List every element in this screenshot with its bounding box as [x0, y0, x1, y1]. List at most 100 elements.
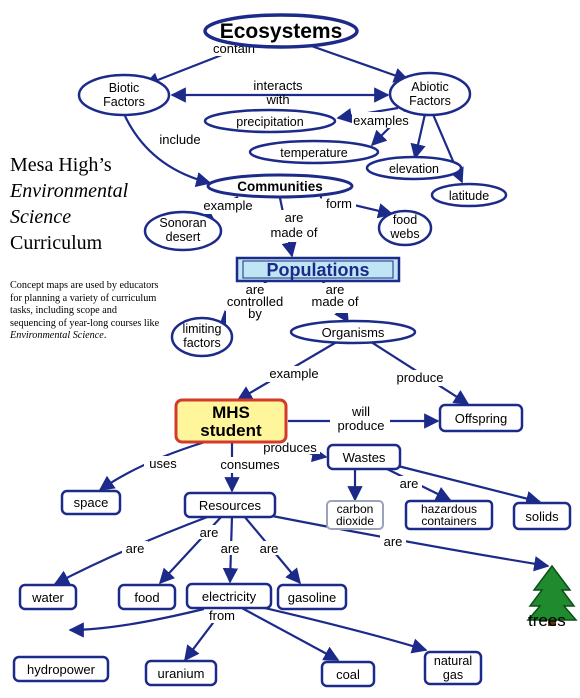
link-labels: contain interacts with include examples … — [122, 40, 450, 623]
label-bg — [200, 198, 254, 214]
label-bg — [264, 366, 324, 382]
node-hydropower: hydropower — [12, 655, 110, 683]
node-wastes: Wastes — [326, 443, 402, 471]
link-lines — [53, 40, 550, 662]
edge-electricity-coal — [239, 606, 340, 661]
link-are1: are — [285, 210, 304, 225]
label-bg — [330, 404, 390, 434]
svg-text:MHS: MHS — [212, 403, 250, 422]
label-bg — [322, 196, 356, 212]
nodes: Ecosystems Biotic Factors Abiotic Factor… — [12, 13, 572, 688]
svg-text:food: food — [393, 213, 417, 227]
svg-text:Resources: Resources — [199, 498, 262, 513]
node-space: space — [60, 489, 122, 516]
link-are2: are — [246, 282, 265, 297]
label-bg — [218, 457, 280, 473]
edge-resources-trees — [261, 512, 550, 572]
desc-text: Concept maps are used by educators for p… — [10, 280, 160, 329]
label-bg — [204, 609, 242, 623]
svg-text:factors: factors — [183, 336, 221, 350]
node-latitude: latitude — [430, 182, 508, 208]
edge-electricity-naturalgas — [251, 603, 428, 654]
svg-text:hydropower: hydropower — [27, 662, 96, 677]
svg-text:webs: webs — [389, 227, 419, 241]
link-are-res-right: are — [260, 541, 279, 556]
node-electricity: electricity — [185, 582, 273, 610]
side-title: Mesa High’s Environmental Science Curric… — [10, 152, 160, 256]
svg-text:Ecosystems: Ecosystems — [220, 20, 343, 43]
link-with: with — [265, 92, 289, 107]
svg-text:Factors: Factors — [409, 94, 451, 108]
svg-text:solids: solids — [525, 509, 559, 524]
svg-text:gas: gas — [443, 668, 463, 682]
link-consumes: consumes — [220, 457, 280, 472]
link-example1: example — [203, 198, 252, 213]
svg-text:latitude: latitude — [449, 189, 489, 203]
label-bg — [396, 476, 422, 490]
desc-italic: Environmental Science — [10, 330, 104, 342]
node-sonoran-desert: Sonoran desert — [143, 210, 223, 252]
label-bg — [196, 525, 222, 539]
link-include: include — [159, 132, 200, 147]
label-bg — [352, 112, 410, 128]
link-controlled: controlled — [227, 294, 283, 309]
edge-biotic-communities — [124, 115, 212, 188]
label-bg — [226, 283, 282, 327]
svg-text:Offspring: Offspring — [455, 411, 508, 426]
link-from: from — [209, 608, 235, 623]
svg-text:Sonoran: Sonoran — [159, 216, 206, 230]
label-bg — [122, 541, 148, 555]
svg-text:food: food — [134, 590, 159, 605]
svg-text:space: space — [74, 495, 109, 510]
tree-icon — [526, 564, 578, 626]
link-are-res-mid: are — [221, 541, 240, 556]
node-precipitation: precipitation — [203, 108, 337, 134]
node-biotic-factors: Biotic Factors — [77, 73, 171, 117]
svg-text:hazardous: hazardous — [421, 502, 477, 516]
label-bg — [256, 541, 282, 555]
label-bg — [390, 370, 450, 386]
link-madeof2: made of — [312, 294, 359, 309]
node-populations: Populations — [235, 256, 401, 283]
node-abiotic-factors: Abiotic Factors — [388, 71, 472, 117]
node-food: food — [117, 583, 177, 611]
label-bg — [216, 541, 242, 555]
svg-text:Organisms: Organisms — [322, 325, 385, 340]
link-produce: produce — [397, 370, 444, 385]
svg-text:desert: desert — [166, 230, 201, 244]
svg-text:natural: natural — [434, 654, 472, 668]
label-bg — [155, 132, 203, 148]
link-examples: examples — [353, 113, 409, 128]
svg-text:water: water — [31, 590, 64, 605]
svg-text:uranium: uranium — [158, 666, 205, 681]
node-hazardous-containers: hazardous containers — [404, 499, 494, 531]
link-produces: produces — [263, 440, 317, 455]
node-temperature: temperature — [248, 139, 380, 165]
node-carbon-dioxide: carbon dioxide — [326, 500, 384, 530]
svg-text:Factors: Factors — [103, 95, 145, 109]
node-natural-gas: natural gas — [423, 650, 483, 686]
link-by: by — [248, 306, 262, 321]
title-line-3: Science — [10, 206, 72, 228]
svg-text:elevation: elevation — [389, 162, 439, 176]
node-gasoline: gasoline — [276, 583, 348, 611]
node-food-webs: food webs — [377, 209, 433, 247]
node-organisms: Organisms — [289, 319, 417, 345]
svg-text:student: student — [200, 421, 262, 440]
node-ecosystems: Ecosystems — [203, 13, 359, 49]
title-line-4: Curriculum — [10, 232, 103, 254]
svg-text:Populations: Populations — [267, 260, 370, 280]
svg-text:Wastes: Wastes — [343, 450, 386, 465]
svg-text:Abiotic: Abiotic — [411, 80, 449, 94]
svg-text:coal: coal — [336, 667, 360, 682]
link-form: form — [326, 196, 352, 211]
link-uses: uses — [149, 456, 177, 471]
title-line-1: Mesa High’s — [10, 154, 112, 176]
svg-text:carbon: carbon — [337, 502, 374, 516]
link-example2: example — [269, 366, 318, 381]
node-mhs-student: MHS student — [174, 398, 288, 444]
title-line-2: Environmental — [10, 180, 129, 202]
link-madeof1: made of — [271, 225, 318, 240]
svg-text:temperature: temperature — [280, 146, 347, 160]
node-resources: Resources — [183, 491, 277, 519]
